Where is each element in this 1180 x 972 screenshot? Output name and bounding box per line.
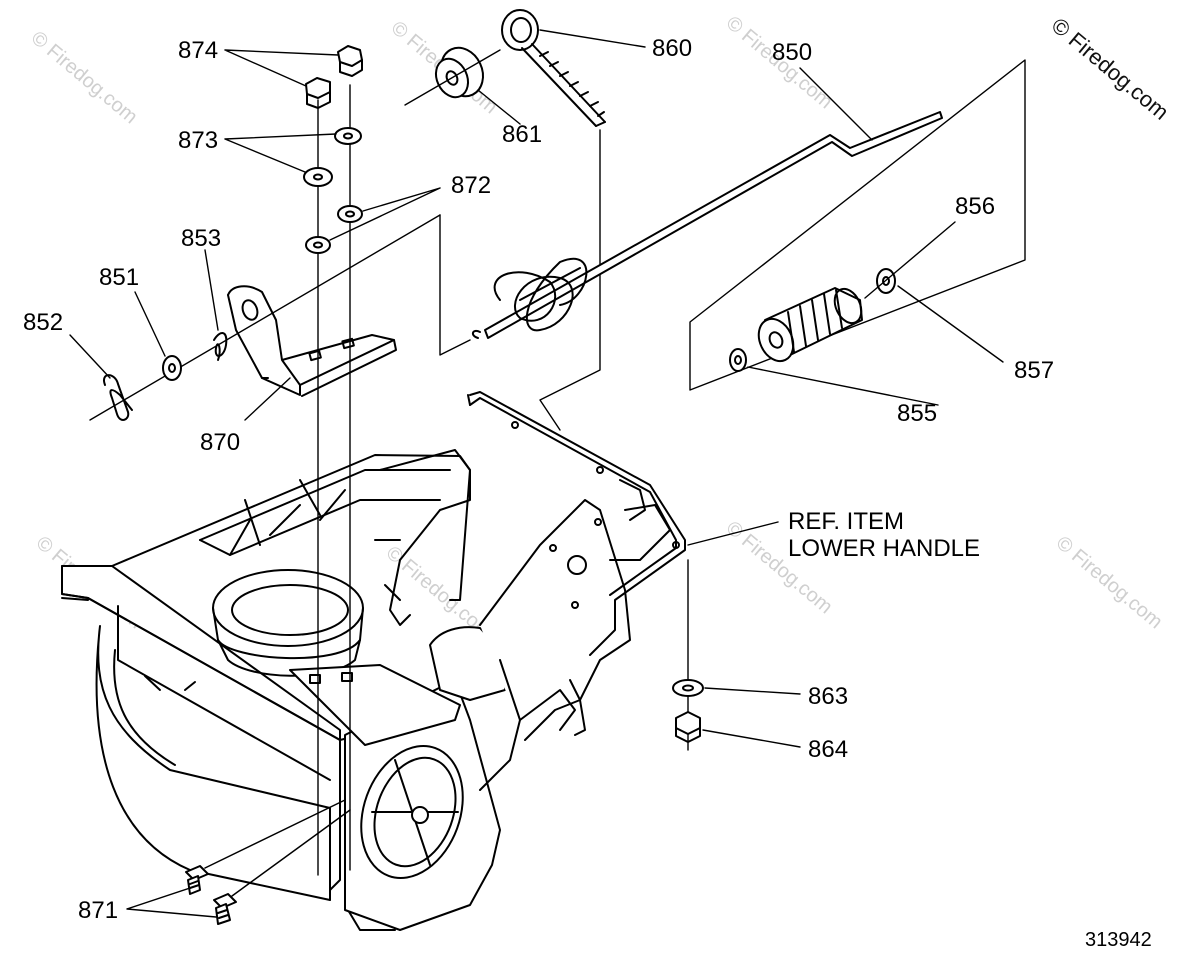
callout-851: 851 [99, 264, 139, 291]
washer-855 [729, 348, 747, 372]
callout-853: 853 [181, 225, 221, 252]
reference-note-line2: LOWER HANDLE [788, 535, 980, 562]
bolt-871-a [185, 865, 209, 895]
callout-873: 873 [178, 127, 218, 154]
callout-861: 861 [502, 121, 542, 148]
hardware-stack [303, 45, 363, 876]
washer-851 [162, 355, 182, 381]
callout-852: 852 [23, 309, 63, 336]
callout-870: 870 [200, 429, 240, 456]
copyright-watermark: © Firedog.com [1047, 13, 1174, 125]
callout-872: 872 [451, 172, 491, 199]
eyebolt-860 [501, 9, 606, 127]
callout-855: 855 [897, 400, 937, 427]
callout-856: 856 [955, 193, 995, 220]
watermark-tile: © Firedog.com [1052, 532, 1167, 633]
watermark-tile: © Firedog.com [27, 27, 142, 128]
callout-860: 860 [652, 35, 692, 62]
callout-864: 864 [808, 736, 848, 763]
hairpin-852 [103, 374, 133, 421]
roller-856 [757, 287, 863, 363]
clip-853 [213, 332, 228, 361]
bolt-871-b [213, 893, 237, 925]
callout-labels: 874 873 872 853 851 852 870 861 860 850 … [23, 35, 1152, 951]
figure-number: 313942 [1085, 929, 1152, 951]
washer-863 [672, 679, 704, 697]
leader-lines [69, 29, 1004, 918]
callout-857: 857 [1014, 357, 1054, 384]
callout-850: 850 [772, 39, 812, 66]
reference-note-line1: REF. ITEM [788, 508, 904, 535]
bracket-870 [227, 285, 397, 397]
callout-863: 863 [808, 683, 848, 710]
rod-850 [472, 111, 943, 339]
nut-864 [675, 711, 701, 743]
callout-871: 871 [78, 897, 118, 924]
chute-housing [61, 391, 686, 931]
callout-874: 874 [178, 37, 218, 64]
